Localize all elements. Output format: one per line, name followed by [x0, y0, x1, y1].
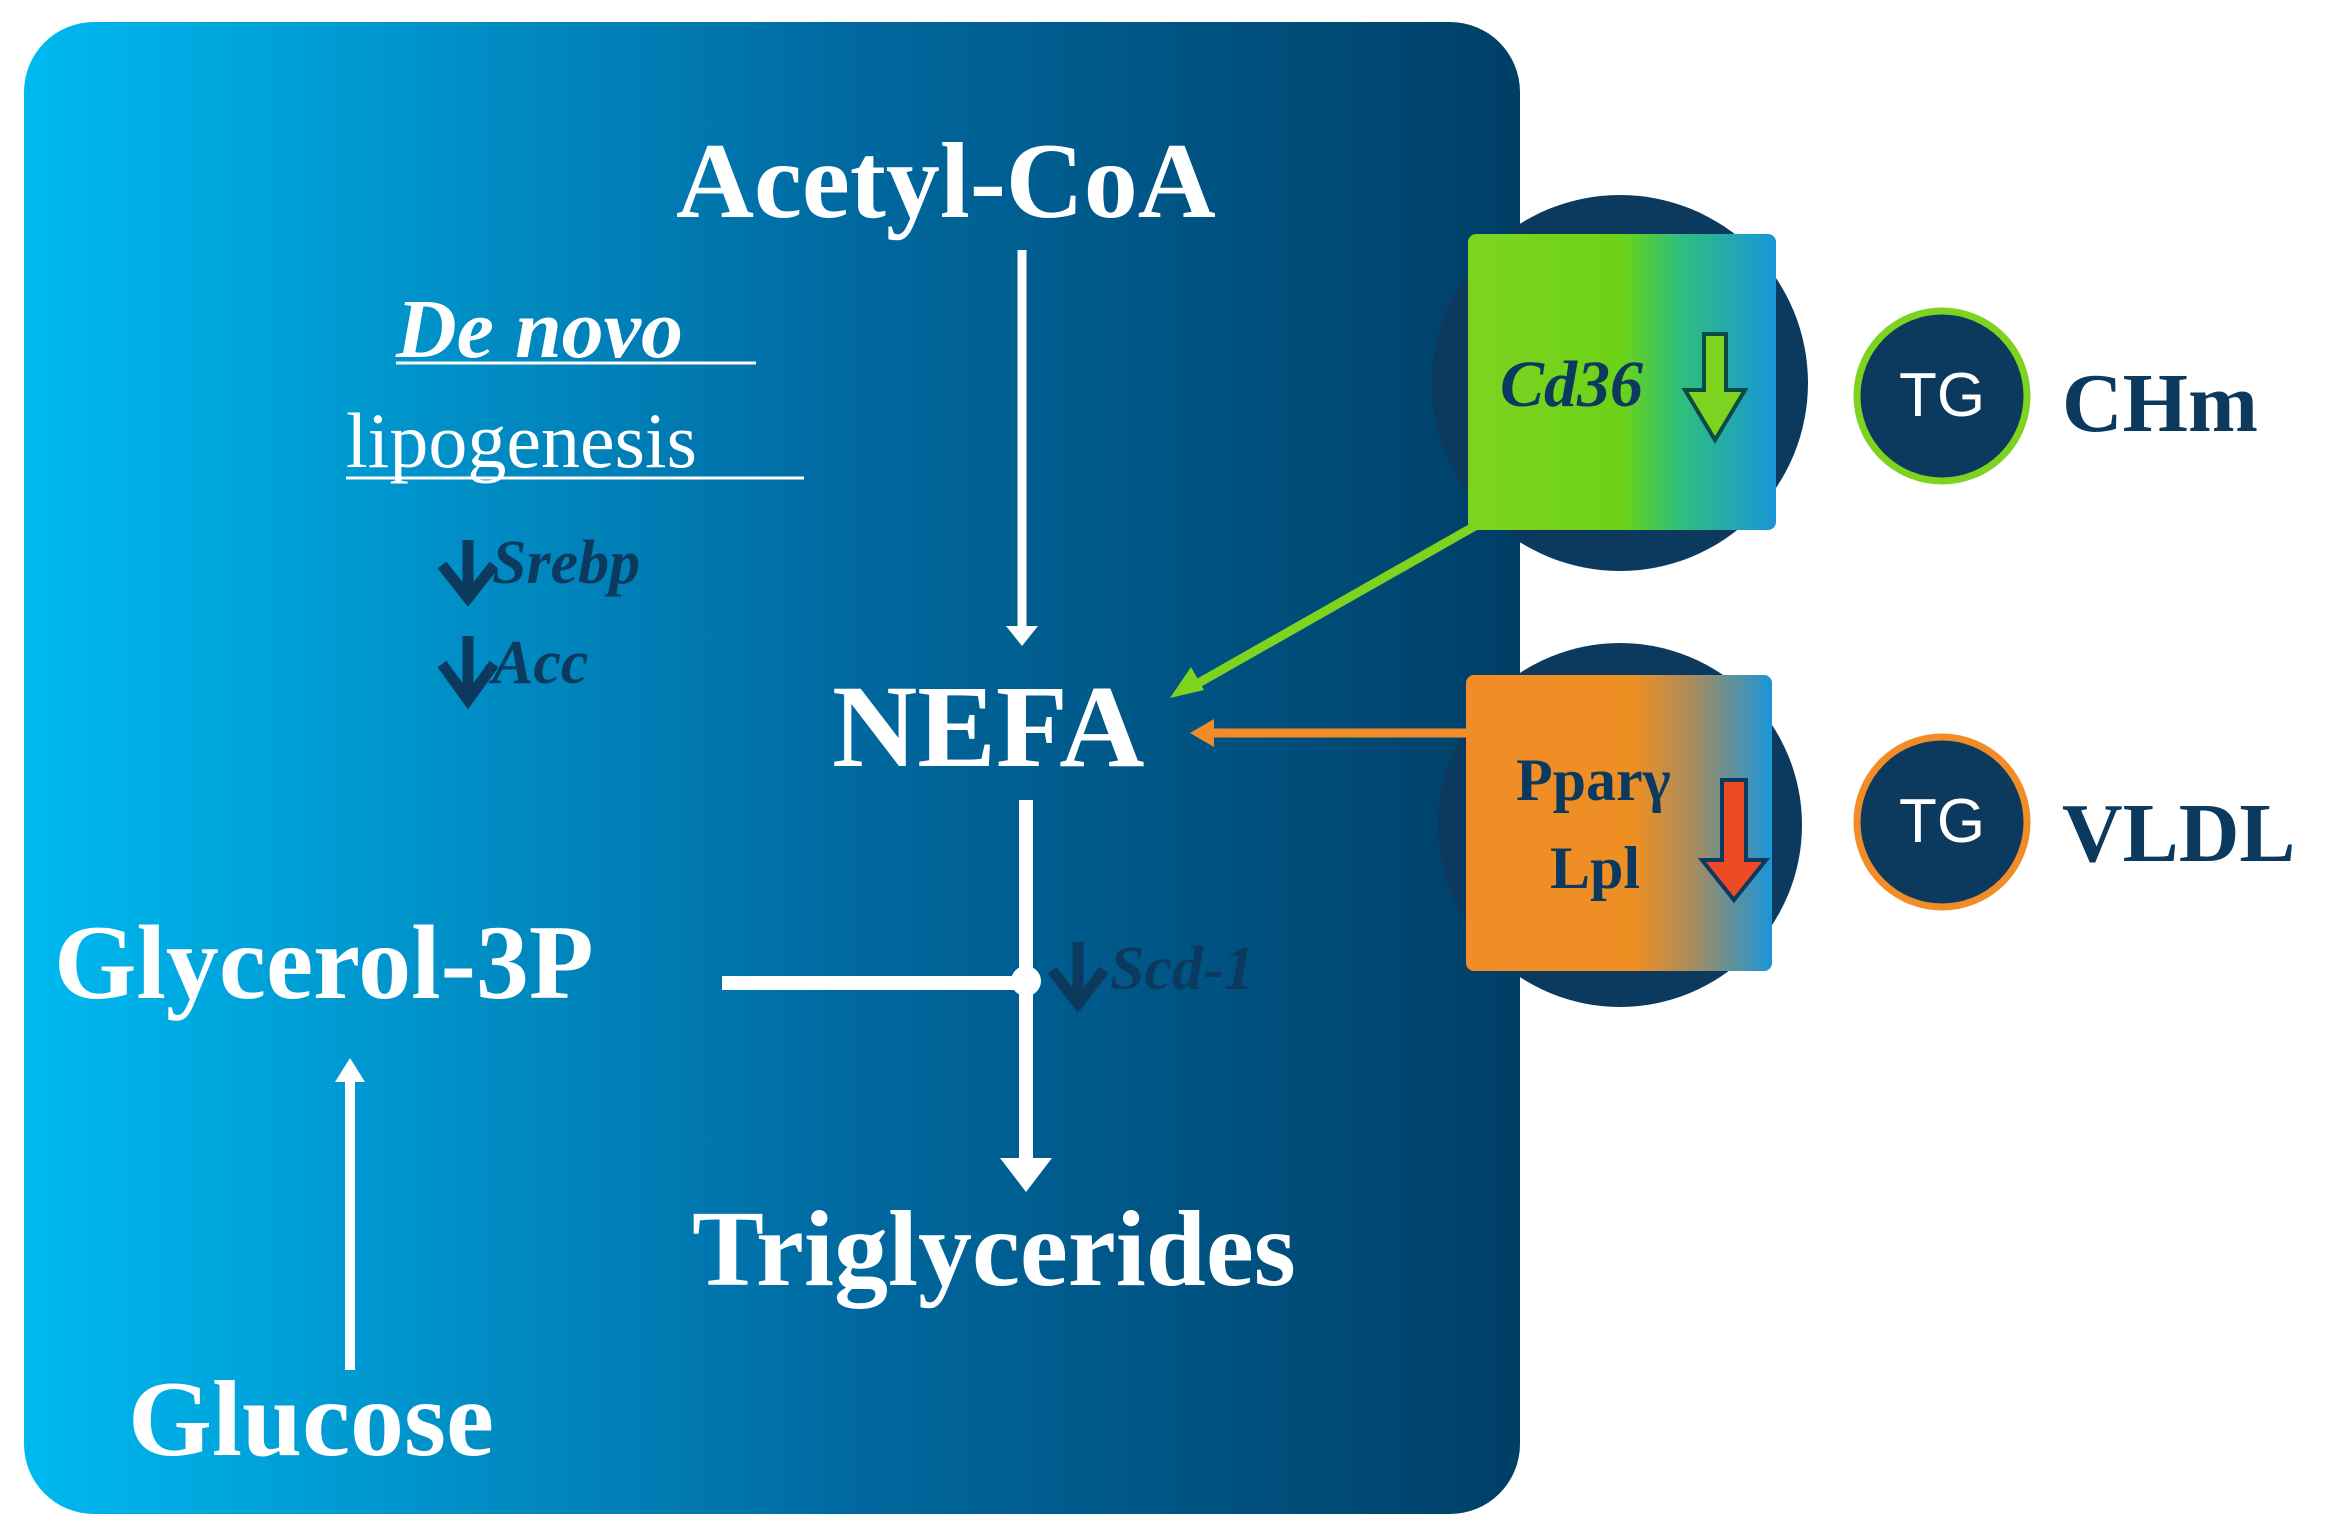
ppar-lpl-box	[1466, 675, 1772, 971]
glucose-to-glycerol-arrowhead	[335, 1058, 365, 1082]
glycerol-3p-label: Glycerol-3P	[54, 904, 594, 1021]
cd36-to-nefa-arrow	[1192, 522, 1478, 689]
srebp-gene-label: Srebp	[492, 529, 641, 597]
scd1-gene-label: Scd-1	[1110, 935, 1255, 1003]
vldl-label: VLDL	[2062, 787, 2296, 880]
junction-dot	[1011, 966, 1041, 996]
chm-label: CHm	[2062, 357, 2258, 450]
cell-body	[24, 22, 1520, 1514]
cd36-down-arrow-icon	[1681, 332, 1749, 444]
srebp-down-arrow-icon	[437, 540, 499, 607]
chm-tg-badge	[1853, 307, 2031, 485]
glucose-label: Glucose	[128, 1360, 494, 1479]
vldl-tg-badge-text: TG	[1898, 787, 1986, 856]
scd1-down-arrow-icon	[1047, 942, 1109, 1014]
acc-gene-label: Acc	[492, 629, 589, 697]
nefa-label: NEFA	[832, 661, 1145, 792]
chm-tg-badge-text: TG	[1898, 361, 1986, 430]
acc-down-arrow-icon	[437, 636, 499, 710]
acetyl-coa-label: Acetyl-CoA	[676, 122, 1216, 241]
acetyl-to-nefa-arrowhead	[1006, 626, 1038, 646]
cd36-receptor-label: Cd36	[1500, 348, 1644, 421]
ppar-receptor-label: Pparγ	[1516, 747, 1671, 813]
nefa-to-tg-arrowhead	[1000, 1158, 1052, 1192]
cd36-box	[1468, 234, 1776, 530]
ppar-down-arrow-icon	[1697, 778, 1771, 904]
lipogenesis-label: lipogenesis	[346, 397, 697, 484]
ppar-to-nefa-arrowhead	[1190, 719, 1214, 747]
triglycerides-label: Triglycerides	[692, 1190, 1296, 1309]
vldl-tg-badge	[1853, 733, 2031, 911]
lpl-receptor-label: Lpl	[1550, 835, 1641, 901]
cd36-to-nefa-arrowhead	[1170, 667, 1204, 698]
de-novo-label: De novo	[396, 283, 683, 376]
